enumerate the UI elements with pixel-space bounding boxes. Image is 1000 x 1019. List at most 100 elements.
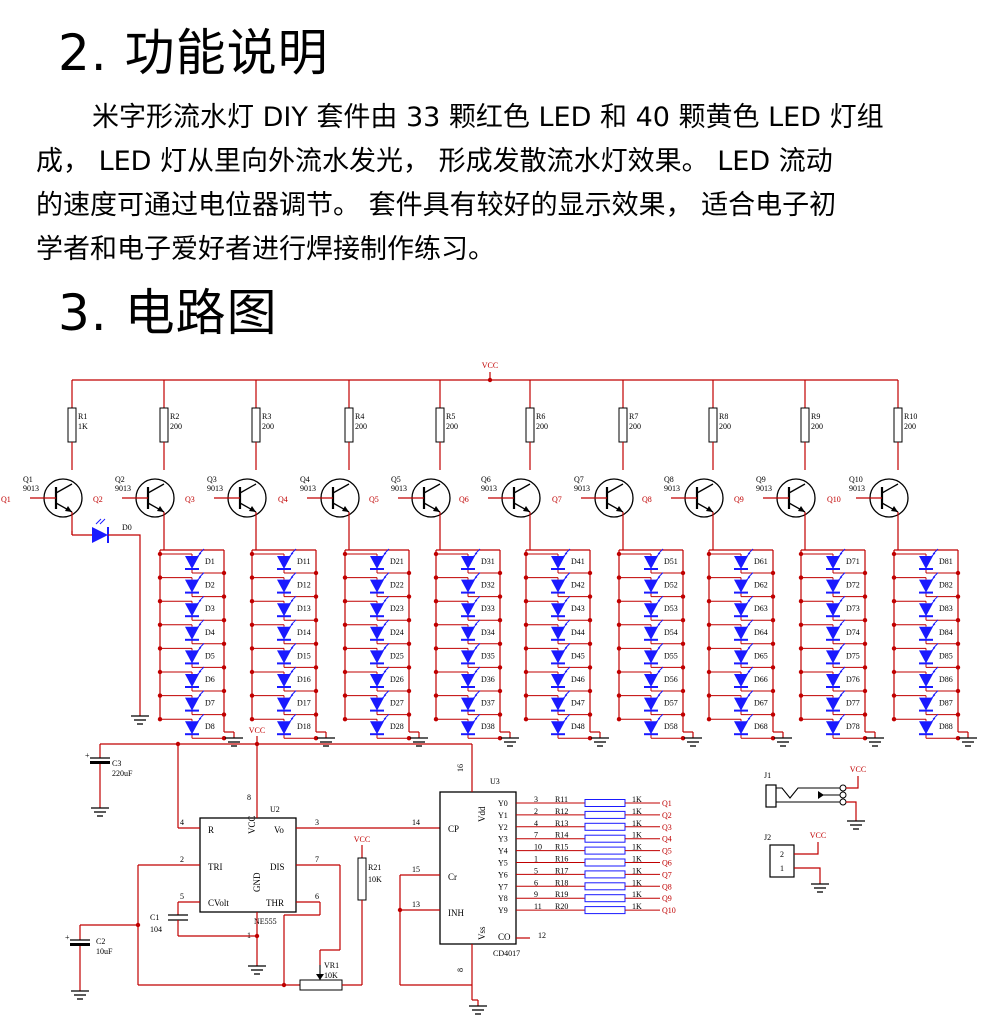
resistor-value: 200 [811,422,823,431]
resistor-value: 1K [632,843,642,852]
pin-number: 3 [534,795,538,804]
led-emission-arrow [198,666,205,673]
led-emission-arrow [383,690,390,696]
led-label: D35 [481,651,495,660]
led-diode [277,697,291,711]
junction-dot [770,712,776,717]
transistor-collector [147,483,165,494]
led-emission-arrow [198,595,205,602]
led-label: D12 [297,581,311,590]
pin-name: DIS [270,862,285,872]
junction-dot [433,575,439,580]
led-emission-arrow [195,670,202,677]
pin-number: 13 [412,900,420,909]
junction-dot [706,599,712,604]
led-emission-arrow [195,552,202,559]
base-label: Q8 [642,495,652,504]
led-emission-arrow [380,694,387,700]
pin-name: Cr [448,872,457,882]
base-label: Q3 [185,495,195,504]
led-emission-arrow [654,623,661,630]
led-diode [277,721,291,735]
led-label: D46 [571,675,585,684]
junction-dot [249,575,255,580]
pin-name: CP [448,824,459,834]
junction-dot [770,665,776,670]
emitter-arrow [249,506,256,512]
led-emission-arrow [564,595,571,602]
led-diode [919,579,933,593]
resistor [584,882,626,891]
pin-name: CO [498,932,511,942]
resistor-ref: R4 [355,412,364,421]
junction-dot [157,599,163,604]
chip-ref: U2 [270,805,280,814]
led-emission-arrow [747,666,754,673]
led-diode [644,626,658,640]
led-emission-arrow [657,690,664,696]
junction-dot [157,646,163,651]
led-label: D77 [846,699,860,708]
led-emission-arrow [474,548,481,555]
transistor-type: 9013 [664,484,680,493]
capacitor [70,943,90,946]
led-label: D25 [390,651,404,660]
pin-name: THR [266,898,284,908]
output-net-label: Q8 [662,882,672,891]
led-diode [826,650,840,664]
led-emission-arrow [474,572,481,578]
led-diode [461,697,475,711]
resistor-value: 1K [632,831,642,840]
led-label: D31 [481,557,495,566]
led-diode [826,603,840,617]
junction-dot [798,717,804,722]
led-label: D45 [571,651,585,660]
led-emission-arrow [383,619,390,626]
section-2-heading: 2. 功能说明 [58,24,329,82]
led-emission-arrow [380,599,387,606]
junction-dot [523,551,529,557]
led-emission-arrow [744,694,751,700]
led-emission-arrow [744,717,751,724]
led-emission-arrow [839,572,846,578]
resistor-value: 200 [355,422,367,431]
led-label: D71 [846,557,860,566]
pin-number: 2 [180,855,184,864]
junction-dot [798,622,804,627]
transistor-collector [696,483,714,494]
junction-dot [955,570,961,576]
led-diode [826,626,840,640]
led-diode [826,579,840,593]
pin-number: 6 [315,892,319,901]
led-diode [370,650,384,664]
led-diode [734,579,748,593]
resistor-value: 10K [368,875,382,884]
led-diode [644,579,658,593]
resistor-ref: R9 [811,412,820,421]
transistor-type: 9013 [300,484,316,493]
led-emission-arrow [654,647,661,653]
led-label: D22 [390,581,404,590]
led-diode [277,626,291,640]
led-emission-arrow [747,619,754,626]
led-label: D23 [390,604,404,613]
led-diode [370,626,384,640]
led-diode [185,650,199,664]
junction-dot [955,618,961,623]
led-emission-arrow [561,576,568,582]
led-emission-arrow [564,690,571,696]
led-emission-arrow [380,717,387,724]
junction-dot [862,736,868,741]
transistor-type: 9013 [115,484,131,493]
led-label: D72 [846,581,860,590]
led-label: D52 [664,581,678,590]
led-label: D68 [754,722,768,731]
led-emission-arrow [932,595,939,602]
junction-dot [587,688,593,694]
led-diode [370,674,384,687]
led-label: D84 [939,628,953,637]
output-pin-name: Y6 [498,870,508,879]
led-label: D14 [297,628,311,637]
junction-dot [342,575,348,580]
resistor-ref: R13 [555,819,568,828]
